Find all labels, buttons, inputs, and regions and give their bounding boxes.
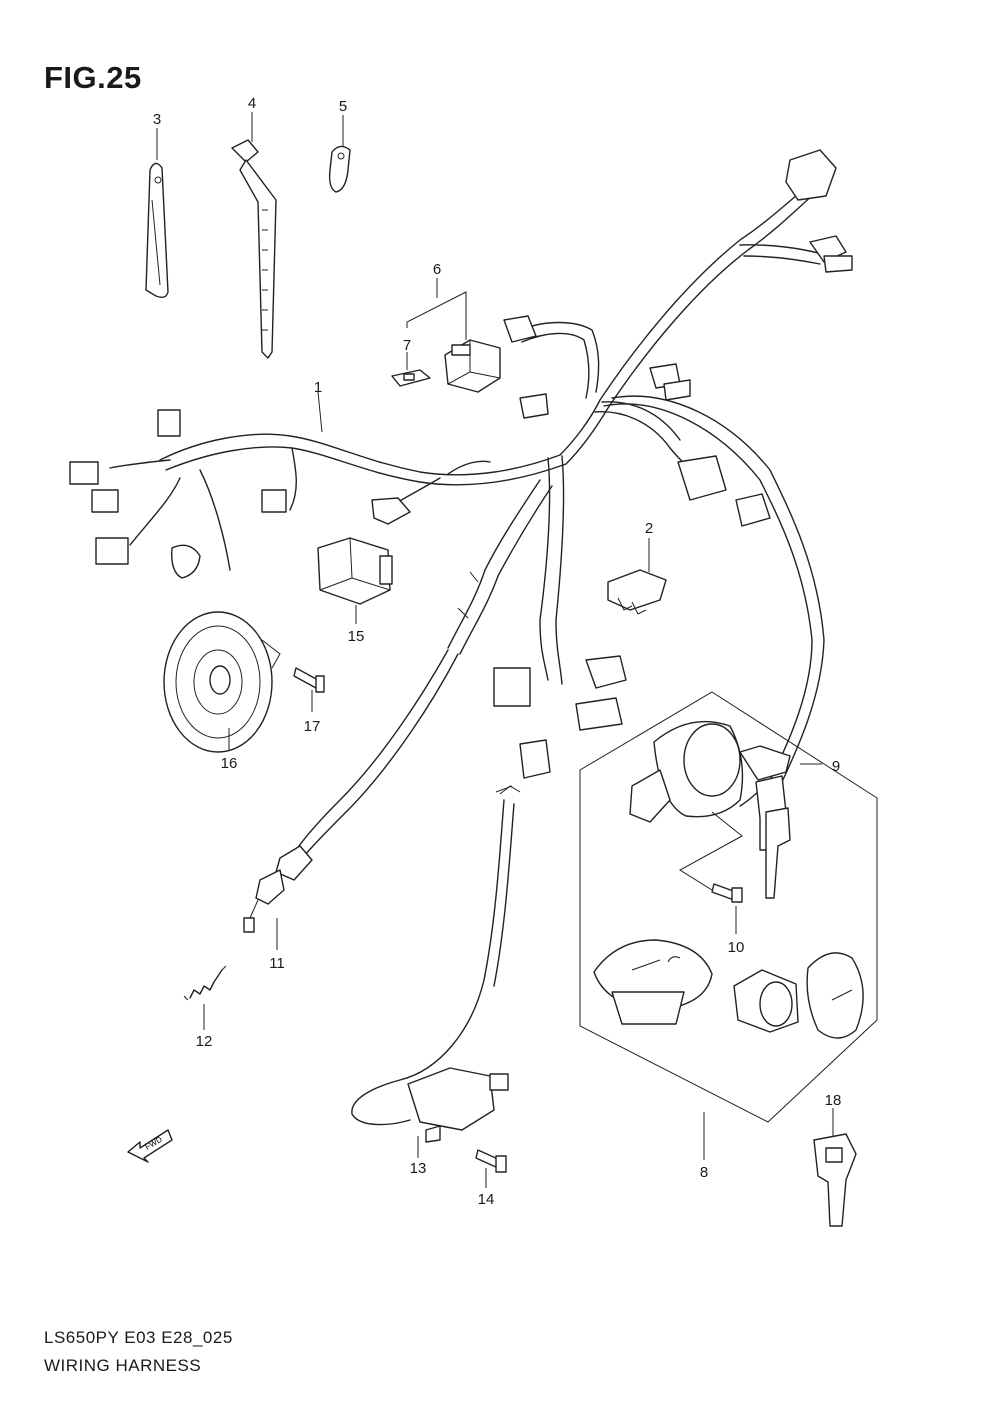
fwd-arrow: FWD [127,1129,173,1163]
part-17-bolt[interactable] [293,667,325,693]
part-11-switch[interactable] [243,649,459,933]
callout-3: 3 [153,111,161,128]
part-8-lock-set[interactable] [579,691,878,1123]
part-4-cable-tie[interactable] [231,139,277,359]
callout-17: 17 [304,718,321,735]
callout-12: 12 [196,1033,213,1050]
callout-6: 6 [433,261,441,278]
part-12-spring[interactable] [183,965,227,1001]
callout-15: 15 [348,628,365,645]
callout-13: 13 [410,1160,427,1177]
part-15-relay-box[interactable] [317,537,393,605]
figure-title: FIG.25 [44,60,142,95]
callout-14: 14 [478,1191,495,1208]
footer-model-code: LS650PY E03 E28_025 [44,1328,233,1347]
callout-5: 5 [339,98,347,115]
part-7-fuse[interactable] [391,369,431,387]
part-6-relay[interactable] [444,339,501,393]
part-2-relay[interactable] [607,569,667,615]
callout-9: 9 [832,758,840,775]
callout-8: 8 [700,1164,708,1181]
callout-16: 16 [221,755,238,772]
part-13-sensor[interactable] [351,785,521,1143]
callout-11: 11 [269,955,285,972]
part-16-horn[interactable] [163,611,281,753]
callout-4: 4 [248,95,256,112]
footer-section-name: WIRING HARNESS [44,1356,202,1375]
callout-18: 18 [825,1092,842,1109]
part-18-key[interactable] [813,1133,857,1227]
part-3-clamp[interactable] [145,162,169,299]
callout-10: 10 [728,939,745,956]
callout-7: 7 [403,337,411,354]
part-14-bolt[interactable] [475,1149,507,1173]
callout-1: 1 [314,379,322,396]
callout-2: 2 [645,520,653,537]
part-5-clip[interactable] [328,145,351,193]
